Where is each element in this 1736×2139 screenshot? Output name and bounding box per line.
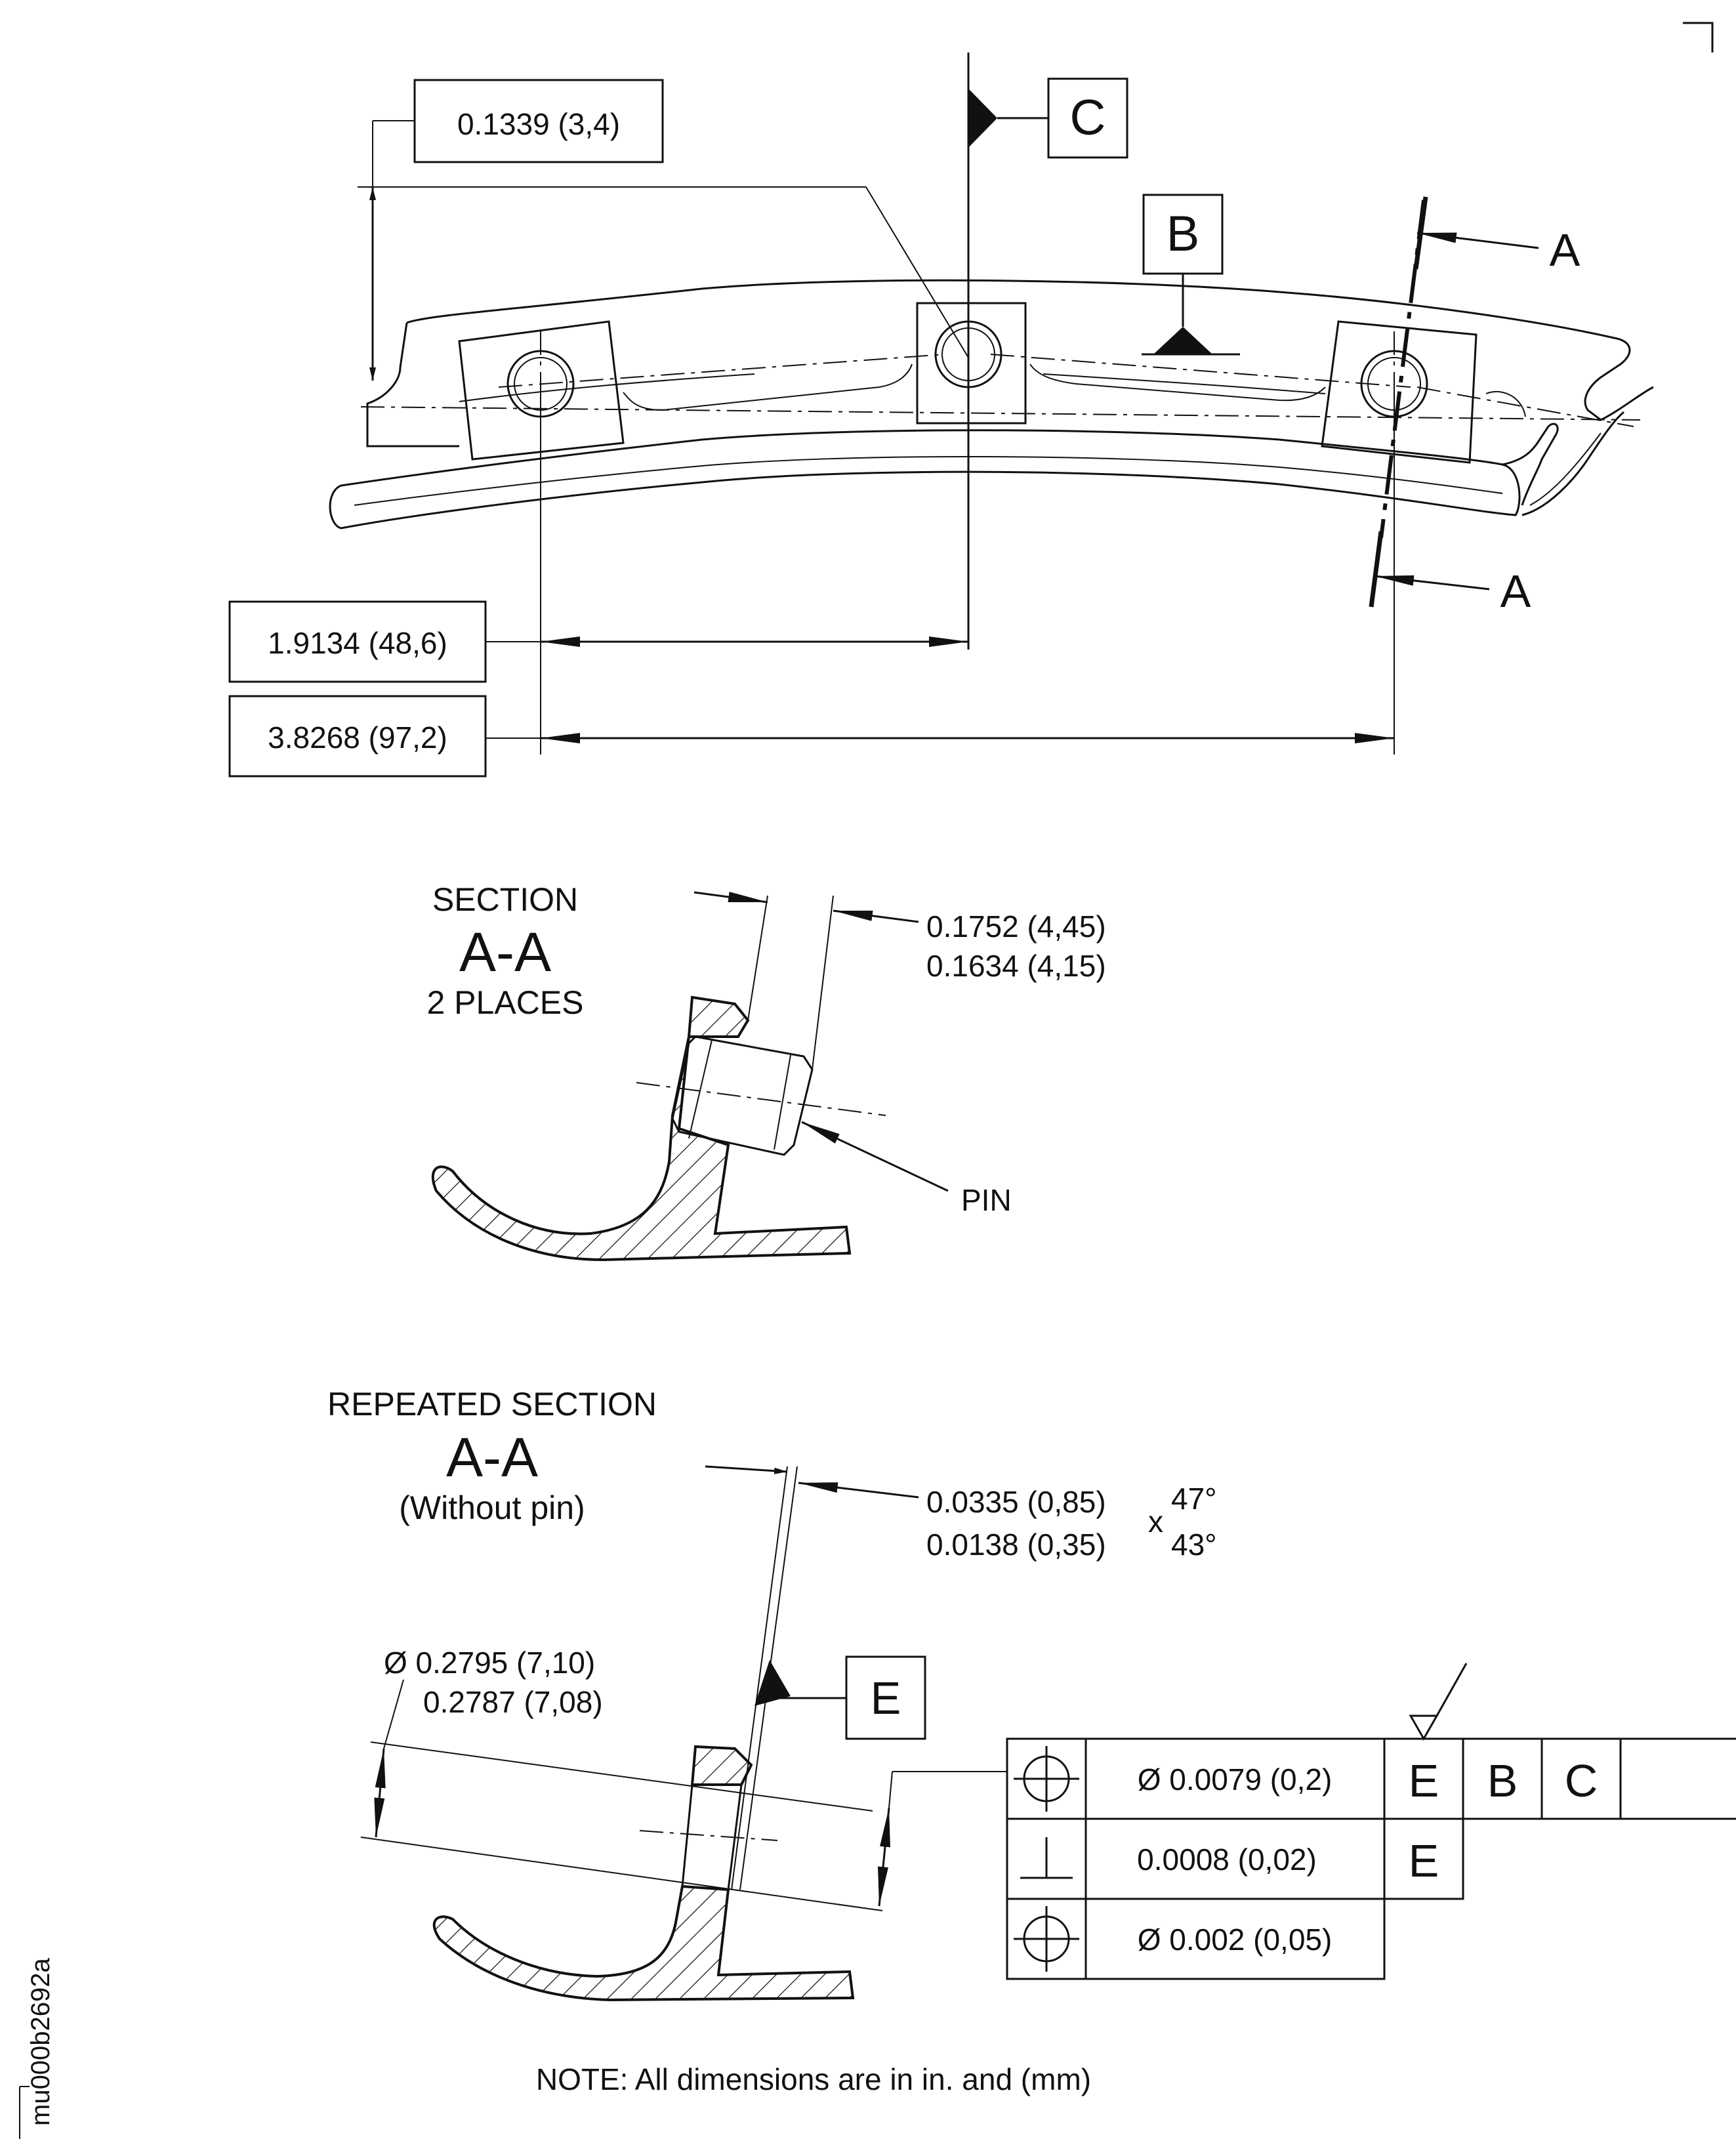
boss-center — [916, 302, 1027, 425]
pin-body — [671, 1035, 814, 1156]
section-view: SECTION A-A 2 PLACES 0.1752 (4,45) 0.163… — [426, 881, 1106, 1262]
fcf-row2-ref-e: E — [1409, 1835, 1439, 1886]
dim-half-box — [228, 600, 487, 683]
datum-b-label: B — [1167, 206, 1200, 262]
section-title-line3: 2 PLACES — [426, 984, 583, 1021]
dia-upper: Ø 0.2795 (7,10) — [384, 1646, 595, 1680]
repeated-title-line2: A-A — [446, 1426, 538, 1488]
section-mark-bottom: A — [1500, 566, 1531, 617]
dim-height-text: 0.1339 (3,4) — [457, 107, 620, 141]
repeated-profile — [690, 1745, 753, 1786]
datum-c-box — [1047, 77, 1128, 159]
datum-b-triangle — [1153, 327, 1212, 354]
section-title-line2: A-A — [459, 921, 551, 983]
position-icon — [1014, 1906, 1079, 1972]
repeated-title-line3: (Without pin) — [399, 1489, 585, 1526]
dia-dim-line-right — [878, 1807, 890, 1907]
bracket-body-outline — [406, 279, 1654, 421]
feature-control-frame: Ø 0.0079 (0,2) E B C 0.0008 (0,02) E Ø 0… — [1006, 1663, 1736, 1980]
pin-label: PIN — [961, 1183, 1012, 1217]
fcf-row1-ref-e: E — [1409, 1755, 1439, 1806]
pin-leader — [801, 1121, 949, 1192]
repeated-section: REPEATED SECTION A-A (Without pin) E 0.0… — [327, 1386, 1736, 2002]
section-title-line1: SECTION — [432, 881, 578, 918]
datum-e-label: E — [871, 1672, 901, 1724]
datum-c-triangle — [968, 89, 997, 148]
boss-right — [1321, 320, 1478, 464]
fcf-row2-value: 0.0008 (0,02) — [1137, 1842, 1317, 1877]
section-arrow-bottom — [1374, 575, 1490, 591]
fcf-row1-ref-b: B — [1487, 1755, 1518, 1806]
section-mark-top: A — [1550, 224, 1581, 276]
angle-upper: 47° — [1171, 1482, 1217, 1516]
section-dim-upper: 0.1752 (4,45) — [926, 909, 1106, 944]
dim-full-text: 3.8268 (97,2) — [268, 720, 447, 755]
datum-e-triangle — [754, 1660, 791, 1706]
dia-lower: 0.2787 (7,08) — [423, 1685, 603, 1719]
dim-full-box — [228, 695, 487, 778]
boss-left — [458, 320, 625, 461]
dim-half-text: 1.9134 (48,6) — [268, 626, 447, 660]
lower-flange — [329, 429, 1521, 530]
corner-mark — [1683, 22, 1714, 52]
section-cut-line — [1379, 199, 1426, 539]
chamfer-lower: 0.0138 (0,35) — [926, 1527, 1106, 1562]
fcf-row3-value: Ø 0.002 (0,05) — [1138, 1922, 1333, 1957]
datum-e-box — [845, 1655, 926, 1740]
section-dim-lower: 0.1634 (4,15) — [926, 949, 1106, 983]
chamfer-x: x — [1148, 1505, 1163, 1539]
perpendicularity-icon — [1020, 1837, 1073, 1879]
figure-id: mu000b2692a — [26, 1957, 55, 2126]
angle-lower: 43° — [1171, 1527, 1217, 1562]
top-view: C B 0.1339 (3,4) 1.9134 (48,6) 3.8268 (9… — [228, 52, 1654, 778]
dimension-note: NOTE: All dimensions are in in. and (mm) — [536, 2062, 1091, 2096]
chamfer-upper: 0.0335 (0,85) — [926, 1485, 1106, 1519]
dia-dim-line-left — [374, 1748, 386, 1838]
centerline-horizontal — [360, 406, 1641, 421]
datum-flag-icon — [1409, 1714, 1439, 1741]
datum-c-label: C — [1070, 90, 1106, 146]
repeated-title-line1: REPEATED SECTION — [327, 1386, 657, 1423]
fcf-row1-ref-c: C — [1565, 1755, 1598, 1806]
fcf-row1-value: Ø 0.0079 (0,2) — [1138, 1762, 1333, 1796]
section-profile — [687, 995, 750, 1038]
position-icon — [1014, 1746, 1079, 1812]
section-arrow-top — [1416, 232, 1539, 249]
